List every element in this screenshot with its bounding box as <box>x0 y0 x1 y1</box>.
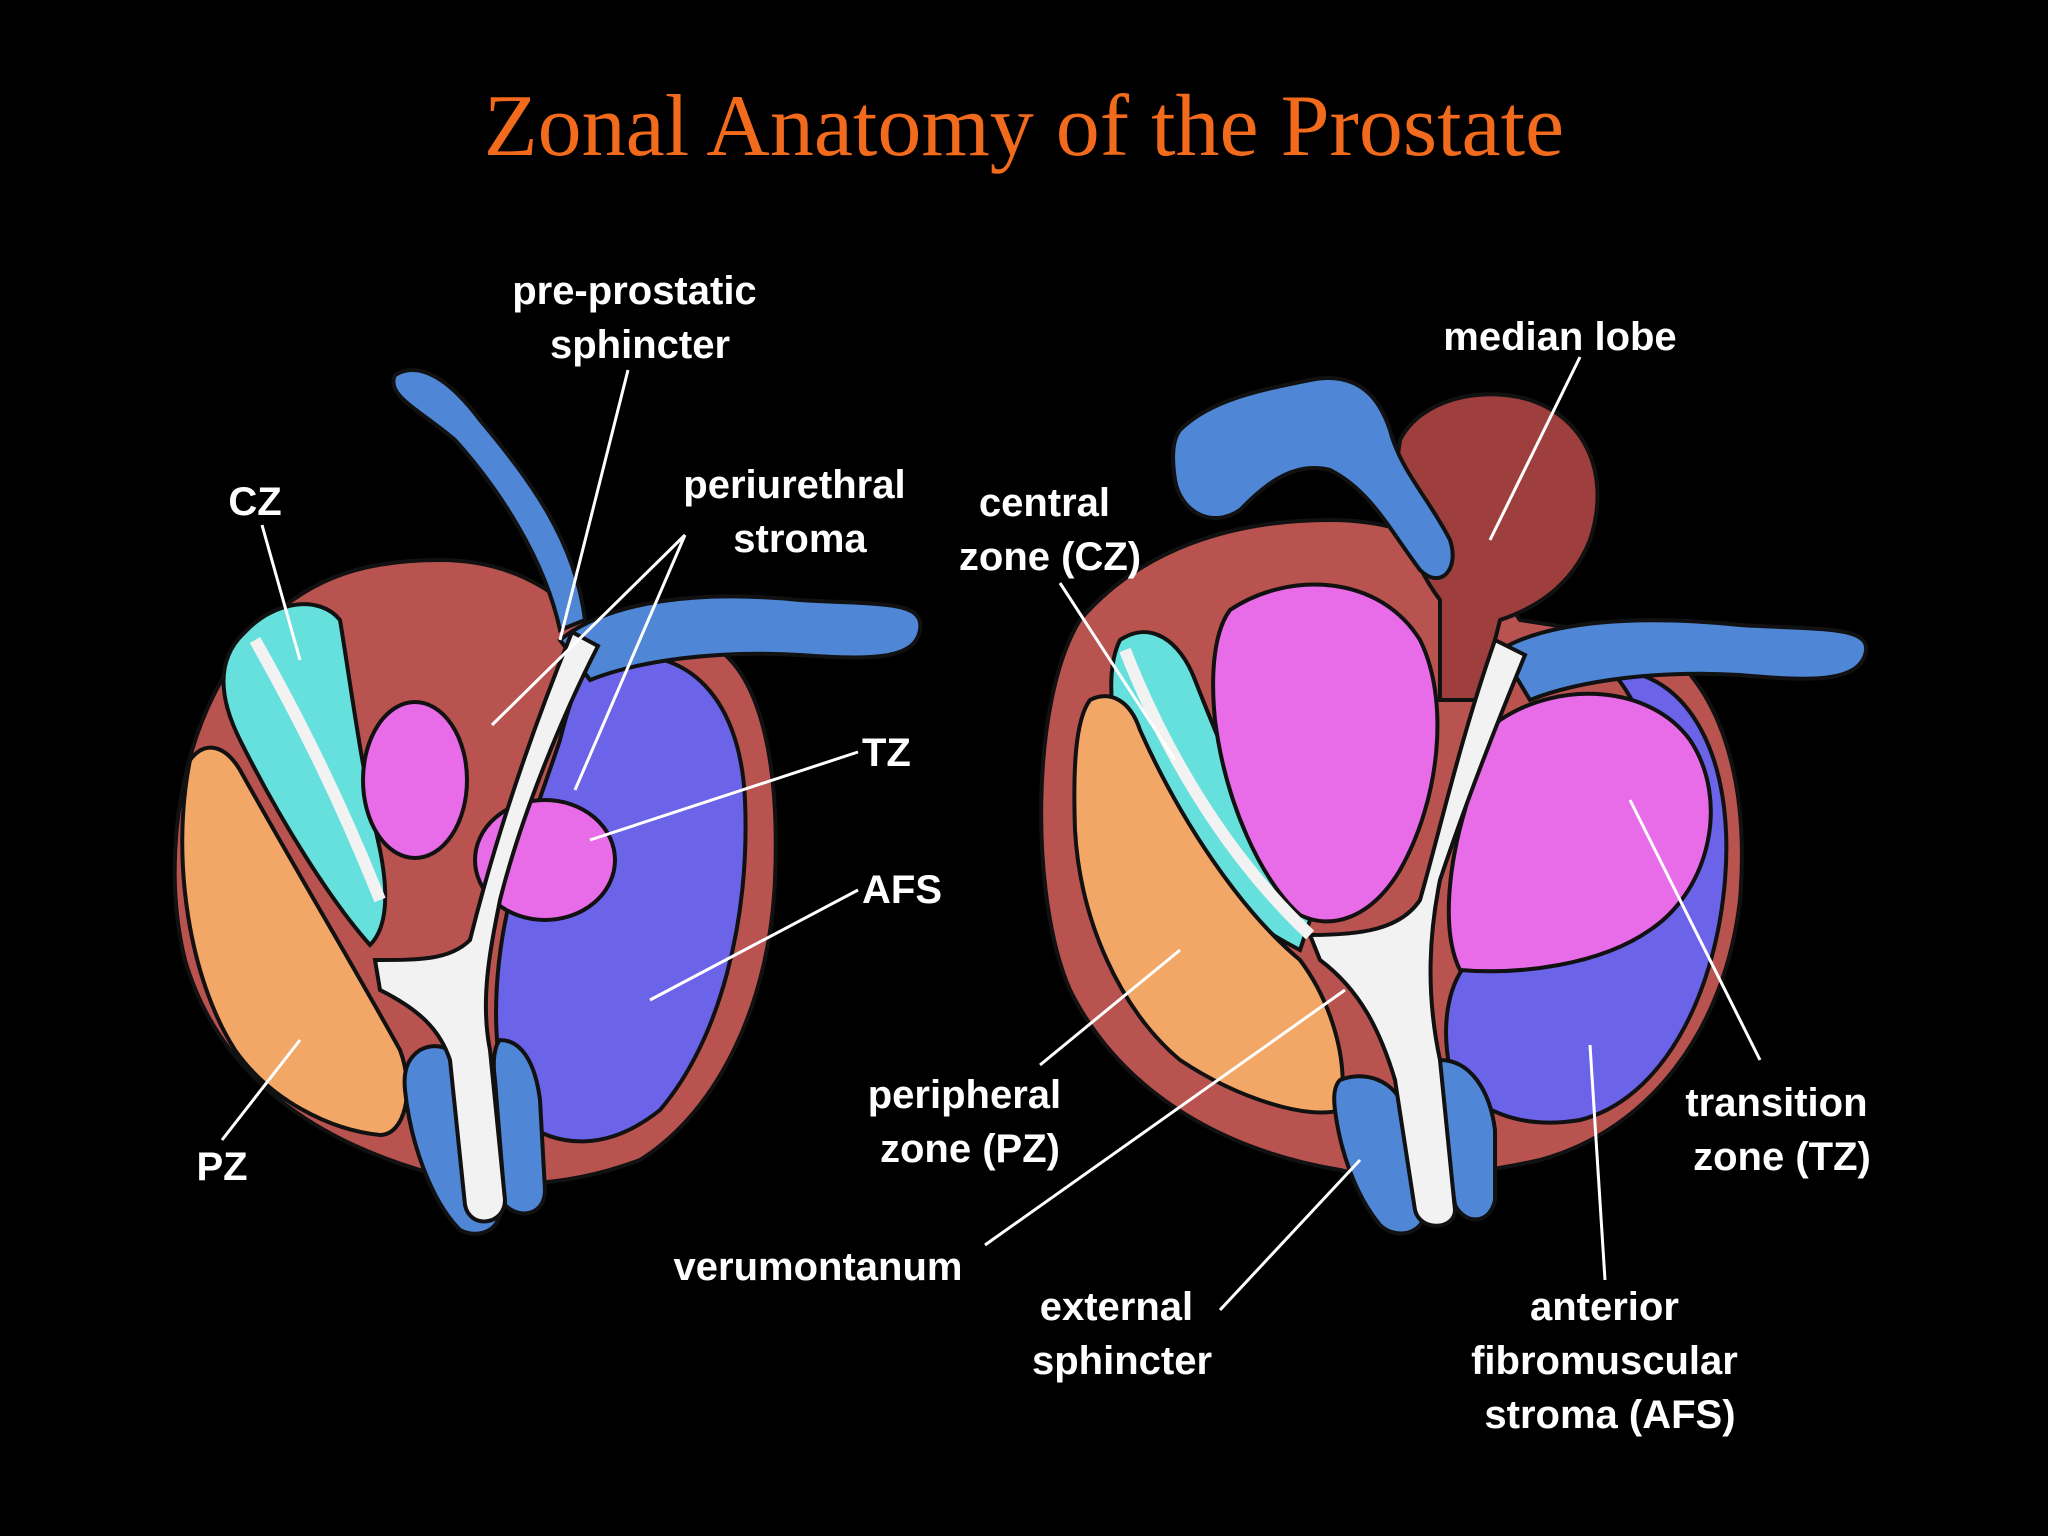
leader-median-lobe <box>1488 356 1582 541</box>
label-peripheral-zone-right: peripheral zone (PZ) <box>868 1073 1073 1171</box>
right-bladder-neck-arm <box>1497 618 1869 703</box>
leader-external-sphincter <box>1218 1158 1362 1312</box>
leader-periurethral-a <box>490 533 687 727</box>
left-preprostatic-sphincter <box>391 368 588 633</box>
labels: pre-prostatic sphincter CZ periurethral … <box>196 269 1878 1437</box>
leader-peripheral-zone-right <box>1039 948 1181 1067</box>
right-peripheral-zone <box>1072 694 1345 1115</box>
left-peripheral-zone <box>180 745 409 1138</box>
left-bladder-neck-arm <box>557 594 923 683</box>
label-central-zone-right: central zone (CZ) <box>959 481 1141 579</box>
leader-lines <box>220 356 1762 1312</box>
leader-cz-left <box>260 524 302 661</box>
left-central-zone <box>221 602 388 948</box>
left-prostate-diagram <box>172 368 923 1236</box>
leader-afs-right <box>1588 1044 1607 1281</box>
left-transition-zone-upper <box>361 700 469 860</box>
left-afs <box>494 653 748 1144</box>
left-ejaculatory-duct <box>249 637 386 903</box>
label-periurethral-stroma: periurethral stroma <box>683 463 916 561</box>
right-prostate-diagram <box>1039 376 1869 1236</box>
leader-tz-left <box>589 750 859 842</box>
right-urethra <box>1307 637 1528 1228</box>
right-transition-zone-left <box>1211 582 1440 924</box>
right-ejaculatory-duct <box>1119 647 1315 940</box>
leader-periurethral-b <box>573 534 687 791</box>
left-external-sphincter-right <box>491 1037 548 1216</box>
leader-pz-left <box>220 1039 302 1141</box>
label-transition-zone-right: transition zone (TZ) <box>1685 1081 1878 1179</box>
leader-transition-zone-right <box>1628 799 1762 1061</box>
label-pz-left: PZ <box>196 1145 247 1189</box>
leader-verumontanum <box>984 988 1346 1247</box>
slide-title: Zonal Anatomy of the Prostate <box>483 78 1565 175</box>
label-tz-left: TZ <box>862 731 911 775</box>
label-afs-left: AFS <box>862 868 942 912</box>
label-external-sphincter: external sphincter <box>1032 1285 1212 1383</box>
label-median-lobe: median lobe <box>1443 315 1676 359</box>
label-afs-right: anterior fibromuscular stroma (AFS) <box>1471 1285 1749 1437</box>
left-urethra <box>372 629 601 1224</box>
leader-preprostatic-sphincter <box>558 369 630 641</box>
label-preprostatic-sphincter: pre-prostatic sphincter <box>512 269 768 367</box>
label-cz-left: CZ <box>228 480 281 524</box>
leader-central-zone-right <box>1058 582 1177 761</box>
right-upper-sphincter <box>1171 376 1455 580</box>
label-verumontanum: verumontanum <box>674 1245 963 1289</box>
leader-afs-left <box>649 888 859 1002</box>
